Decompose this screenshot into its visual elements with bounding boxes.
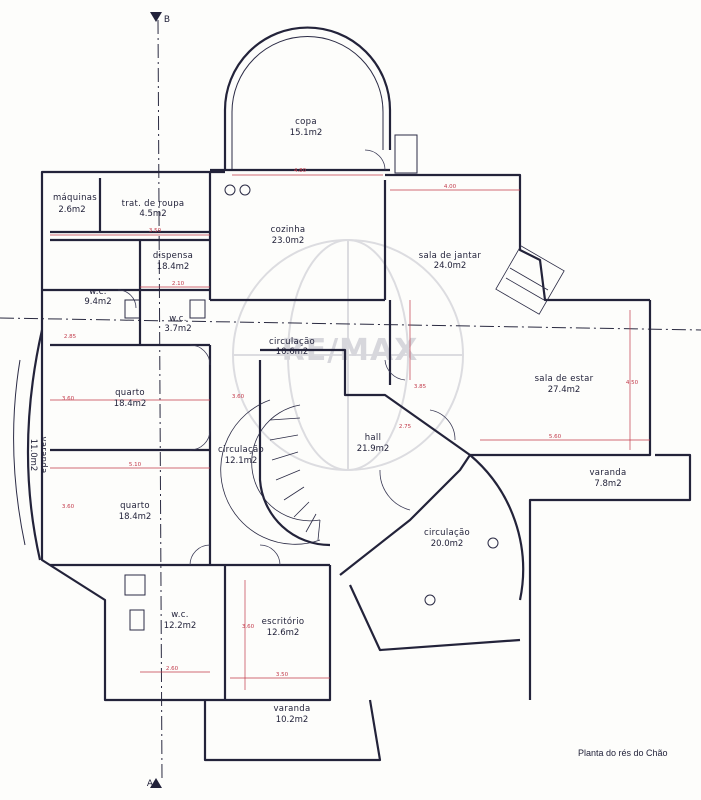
room-varanda-3-name: varanda: [273, 704, 310, 714]
dim-label: 3.85: [414, 384, 427, 390]
room-circulacao-1-name: circulação: [269, 337, 315, 347]
room-circulacao-1-area: 10.6m2: [276, 347, 309, 357]
room-quarto-1-name: quarto: [115, 388, 145, 398]
room-varanda-1-name: varanda: [38, 436, 48, 473]
room-wc-1-name: w.c.: [89, 287, 106, 297]
dim-label: 3.60: [62, 504, 75, 510]
section-axes: B A: [0, 12, 701, 789]
room-sala-estar-name: sala de estar: [535, 374, 594, 384]
room-maquinas-name: máquinas: [53, 193, 97, 203]
room-sala-estar-area: 27.4m2: [548, 385, 581, 395]
room-circulacao-2-name: circulação: [218, 445, 264, 455]
room-cozinha-area: 23.0m2: [272, 236, 305, 246]
dim-label: 2.75: [399, 424, 412, 430]
room-circulacao-3-area: 20.0m2: [431, 539, 464, 549]
room-trat-roupa-area: 4.5m2: [139, 209, 166, 219]
dim-label: 4.50: [626, 380, 639, 386]
room-escritorio-name: escritório: [262, 616, 305, 627]
room-cozinha-name: cozinha: [271, 225, 306, 235]
room-escritorio-area: 12.6m2: [267, 628, 300, 638]
room-sala-jantar-name: sala de jantar: [419, 251, 482, 261]
dim-label: 4.00: [444, 184, 457, 190]
dim-label: 3.50: [276, 672, 289, 678]
room-varanda-3-area: 10.2m2: [276, 715, 309, 725]
room-hall-area: 21.9m2: [357, 444, 390, 454]
doors: [117, 149, 456, 566]
room-varanda-2-name: varanda: [589, 468, 626, 478]
room-copa-name: copa: [295, 117, 317, 127]
room-circulacao-2-area: 12.1m2: [225, 456, 258, 466]
room-circulacao-3-name: circulação: [424, 528, 470, 538]
dim-label: 5.60: [549, 434, 562, 440]
room-wc-3-area: 12.2m2: [164, 621, 197, 631]
dim-label: 2.10: [172, 281, 185, 287]
dim-label: 4.80: [294, 168, 307, 174]
room-varanda-1-area: 11.0m2: [28, 439, 38, 472]
room-hall-name: hall: [365, 433, 382, 443]
room-wc-1-area: 9.4m2: [84, 297, 111, 307]
room-wc-2-area: 3.7m2: [164, 324, 191, 334]
dim-label: 3.50: [149, 228, 162, 234]
watermark: RE/MAX: [232, 239, 464, 471]
fixtures: [124, 184, 499, 631]
room-dispensa-name: dispensa: [153, 251, 193, 261]
dim-label: 5.10: [129, 462, 142, 468]
room-copa-area: 15.1m2: [290, 128, 323, 138]
dimension-labels: 4.80 3.50 4.00 2.10 3.60 5.10 3.60 2.60 …: [62, 168, 639, 678]
room-dispensa-area: 18.4m2: [157, 262, 190, 272]
room-wc-2-name: w.c.: [169, 314, 186, 324]
spiral-stair: [220, 399, 321, 545]
room-quarto-2-name: quarto: [120, 501, 150, 511]
east-stair: [495, 245, 565, 315]
dim-label: 2.60: [166, 666, 179, 672]
room-trat-roupa-name: trat. de roupa: [122, 199, 185, 209]
dimension-lines: [50, 174, 650, 690]
room-sala-jantar-area: 24.0m2: [434, 261, 467, 271]
room-quarto-2-area: 18.4m2: [119, 512, 152, 522]
section-mark-top: B: [164, 15, 170, 25]
walls: [13, 26, 692, 762]
room-wc-3-name: w.c.: [171, 610, 188, 620]
room-labels: copa 15.1m2 máquinas 2.6m2 trat. de roup…: [28, 117, 626, 725]
dim-label: 3.60: [62, 396, 75, 402]
dim-label: 3.60: [242, 624, 255, 630]
plan-caption: Planta do rés do Chão: [578, 748, 668, 758]
room-varanda-2-area: 7.8m2: [594, 479, 621, 489]
dim-label: 2.85: [64, 334, 77, 340]
room-quarto-1-area: 18.4m2: [114, 399, 147, 409]
section-mark-bottom: A: [147, 779, 154, 789]
room-maquinas-area: 2.6m2: [58, 205, 85, 215]
dim-label: 3.60: [232, 394, 245, 400]
